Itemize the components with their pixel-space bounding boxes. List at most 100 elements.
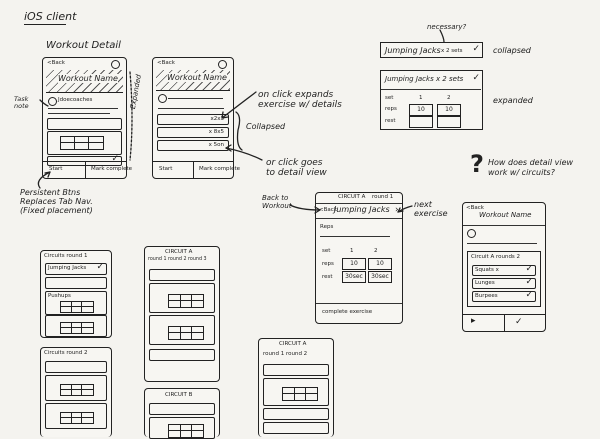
circuit-header: CIRCUIT A bbox=[338, 194, 366, 200]
reps-label: reps bbox=[385, 106, 397, 112]
exercise-row-collapsed[interactable]: x 5on bbox=[157, 140, 229, 151]
circuit-row[interactable] bbox=[263, 422, 329, 434]
circuit-row-expanded[interactable] bbox=[149, 315, 215, 345]
header-divider bbox=[316, 203, 402, 205]
start-icon[interactable]: ▸ bbox=[471, 316, 476, 326]
mark-complete-button[interactable]: Mark complete bbox=[199, 166, 241, 172]
note-how-text: How does detail view work w/ circuits? bbox=[488, 158, 574, 177]
card-count: x 2 sets bbox=[441, 48, 463, 54]
status-back[interactable]: <Back bbox=[47, 60, 65, 66]
reps-cell[interactable]: 10 bbox=[437, 104, 461, 116]
circuit-row[interactable]: Squats x✓ bbox=[472, 264, 536, 276]
check-icon: ✓ bbox=[472, 44, 480, 54]
circuit-row-expanded[interactable] bbox=[45, 375, 107, 401]
note-next-exercise: next exercise bbox=[414, 200, 448, 218]
mark-complete-button[interactable]: Mark complete bbox=[91, 166, 133, 172]
card-collapsed[interactable]: Jumping Jacks x 2 sets ✓ bbox=[380, 42, 483, 58]
phone-circuits-round: Circuits round 1 Jumping Jacks✓ Pushups bbox=[40, 250, 112, 338]
circuit-row[interactable] bbox=[45, 277, 107, 289]
rest-cell[interactable] bbox=[409, 116, 433, 128]
circuit-header: CIRCUIT A bbox=[165, 249, 193, 255]
label-collapsed: collapsed bbox=[493, 46, 531, 55]
check-icon: ✓ bbox=[96, 262, 104, 272]
tab-divider bbox=[504, 315, 506, 331]
status-back[interactable]: <Back bbox=[157, 60, 175, 66]
set-label: set bbox=[385, 95, 394, 101]
tab-divider bbox=[84, 162, 86, 178]
reps-cell[interactable]: 10 bbox=[342, 258, 366, 270]
round-tabs[interactable]: round 1 round 2 round 3 bbox=[148, 257, 207, 262]
exercise-row-collapsed[interactable]: x2x3 bbox=[157, 114, 229, 125]
desc-line bbox=[48, 113, 110, 115]
desc-line bbox=[48, 108, 118, 110]
circuit-row[interactable]: Burpees✓ bbox=[472, 290, 536, 302]
circuit-row-expanded[interactable] bbox=[149, 283, 215, 313]
avatar bbox=[158, 94, 167, 103]
page-title-text: iOS client bbox=[24, 10, 77, 23]
circuit-row[interactable] bbox=[149, 417, 215, 439]
reps-label: reps bbox=[322, 261, 334, 267]
phone-exercise-detail: CIRCUIT A round 1 <Back Jumping Jacks › … bbox=[315, 192, 403, 324]
phone-workout-detail-expanded: <Back Workout Name Jdoecoaches ✓ Start M… bbox=[42, 57, 132, 179]
start-button[interactable]: Start bbox=[49, 166, 63, 172]
avatar bbox=[48, 97, 57, 106]
set-label: set bbox=[322, 248, 331, 254]
exercise-row[interactable] bbox=[47, 118, 122, 130]
circuit-row-expanded[interactable] bbox=[263, 378, 329, 406]
note-persistent-text: Persistent Btns Replaces Tab Nav. (Fixed… bbox=[20, 188, 93, 215]
search-icon[interactable] bbox=[111, 60, 120, 69]
circuit-header: Circuit A rounds 2 bbox=[471, 254, 521, 260]
phone-circuit-view: <Back Workout Name Circuit A rounds 2 Sq… bbox=[462, 202, 546, 332]
note-or-click-text: or click goes to detail view bbox=[266, 158, 327, 178]
sets-grid bbox=[168, 326, 204, 340]
circuit-group[interactable]: Circuit A rounds 2 Squats x✓ Lunges✓ Bur… bbox=[467, 251, 541, 307]
check-icon: ✓ bbox=[525, 290, 533, 300]
reps-cell[interactable]: 10 bbox=[409, 104, 433, 116]
col-2: 2 bbox=[374, 248, 378, 254]
rest-cell[interactable] bbox=[437, 116, 461, 128]
phone-workout-detail-collapsed: <Back Workout Name x2x3 x 8x5 x 5on Star… bbox=[152, 57, 240, 179]
page-title: iOS client bbox=[24, 10, 77, 26]
circuit-row[interactable] bbox=[263, 364, 329, 376]
next-chevron-icon[interactable]: › bbox=[395, 205, 399, 215]
circuit-row-expanded[interactable] bbox=[45, 403, 107, 429]
circuit-row-expanded[interactable]: Pushups bbox=[45, 291, 107, 315]
status-back[interactable]: <Back bbox=[466, 205, 484, 211]
circuit-row[interactable] bbox=[149, 403, 215, 415]
complete-exercise-button[interactable]: complete exercise bbox=[322, 309, 373, 315]
sets-grid bbox=[60, 301, 94, 313]
circuit-header: Circuits round 2 bbox=[44, 350, 88, 356]
reps-cell[interactable]: 10 bbox=[368, 258, 392, 270]
back-button[interactable]: <Back bbox=[319, 207, 337, 213]
sets-grid bbox=[282, 387, 318, 401]
start-button[interactable]: Start bbox=[159, 166, 173, 172]
circuit-row[interactable] bbox=[263, 408, 329, 420]
round-tabs[interactable]: round 1 round 2 bbox=[263, 351, 308, 357]
workout-name-label: Workout Name bbox=[58, 74, 118, 83]
note-necessary: necessary? bbox=[427, 23, 467, 31]
note-back-to-workout: Back to Workout bbox=[262, 194, 292, 210]
card-title: Jumping Jacks bbox=[385, 46, 441, 55]
header-divider bbox=[463, 225, 545, 227]
circuit-row[interactable]: Lunges✓ bbox=[472, 277, 536, 289]
phone-circuit-a-rounds: CIRCUIT A round 1 round 2 round 3 bbox=[144, 246, 220, 382]
sets-grid bbox=[60, 384, 94, 396]
circuit-row[interactable]: Jumping Jacks ✓ bbox=[45, 262, 107, 275]
rest-cell[interactable]: 30sec bbox=[342, 271, 366, 283]
desc-line bbox=[320, 236, 390, 238]
persistent-button-bar: ▸ ✓ bbox=[463, 314, 545, 331]
circuit-row[interactable] bbox=[149, 349, 215, 361]
card-expanded[interactable]: Jumping Jacks x 2 sets ✓ set 1 2 reps 10… bbox=[380, 70, 483, 130]
check-icon[interactable]: ✓ bbox=[515, 317, 523, 327]
circuit-row[interactable] bbox=[45, 361, 107, 373]
row-label: Squats x bbox=[475, 267, 499, 273]
reps-section: Reps bbox=[320, 224, 334, 230]
exercise-row-collapsed[interactable]: x 8x5 bbox=[157, 127, 229, 138]
row-label: Jumping Jacks bbox=[48, 265, 87, 271]
search-icon[interactable] bbox=[218, 60, 227, 69]
circuit-row[interactable] bbox=[149, 269, 215, 281]
rest-cell[interactable]: 30sec bbox=[368, 271, 392, 283]
circuit-row-expanded[interactable] bbox=[45, 315, 107, 337]
row-label: Pushups bbox=[48, 293, 71, 299]
exercise-row-expanded[interactable] bbox=[47, 131, 122, 155]
